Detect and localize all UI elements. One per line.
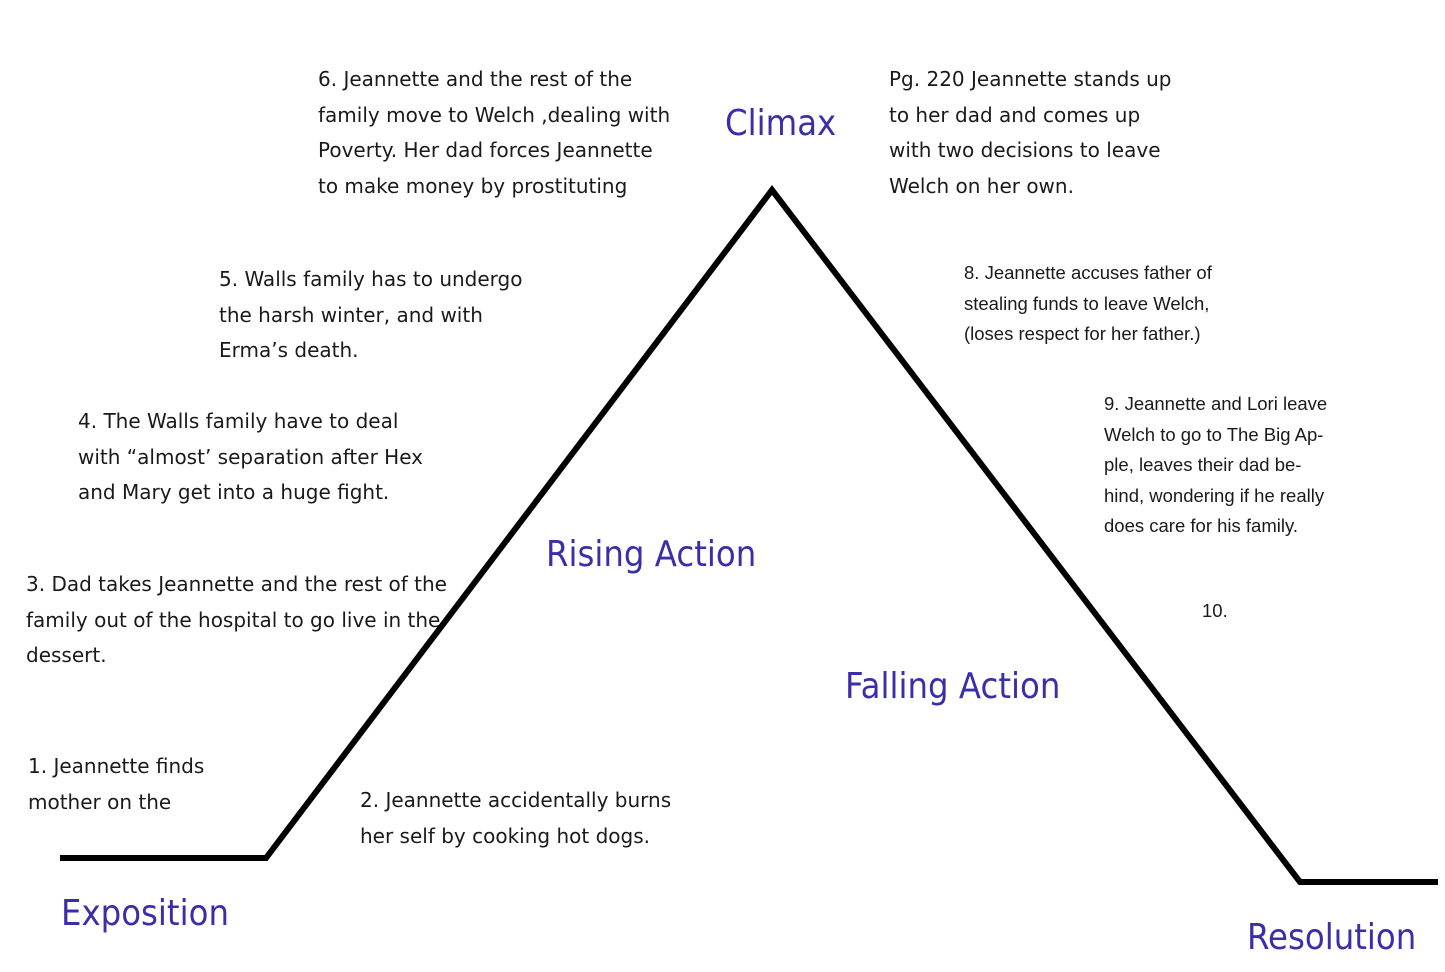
- stage-label-resolution: Resolution: [1247, 917, 1417, 958]
- event-note-4: 4. The Walls family have to deal with “a…: [78, 409, 423, 504]
- event-note-6: 6. Jeannette and the rest of the family …: [318, 67, 671, 198]
- event-note-1: 1. Jeannette finds mother on the: [28, 754, 205, 814]
- stage-label-climax: Climax: [725, 103, 837, 144]
- event-note-3: 3. Dad takes Jeannette and the rest of t…: [26, 572, 447, 667]
- event-note-8: 8. Jeannette accuses father of stealing …: [964, 262, 1212, 344]
- event-note-2: 2. Jeannette accidentally burns her self…: [360, 788, 672, 848]
- stage-label-falling-action: Falling Action: [845, 666, 1061, 707]
- event-note-9: 9. Jeannette and Lori leave Welch to go …: [1104, 393, 1328, 536]
- event-note-5: 5. Walls family has to undergo the harsh…: [219, 267, 523, 362]
- stage-label-rising-action: Rising Action: [546, 534, 757, 575]
- event-note-7: Pg. 220 Jeannette stands up to her dad a…: [889, 67, 1172, 198]
- stage-label-exposition: Exposition: [61, 893, 229, 934]
- plot-arc: [60, 185, 1438, 885]
- event-note-10: 10.: [1202, 600, 1228, 621]
